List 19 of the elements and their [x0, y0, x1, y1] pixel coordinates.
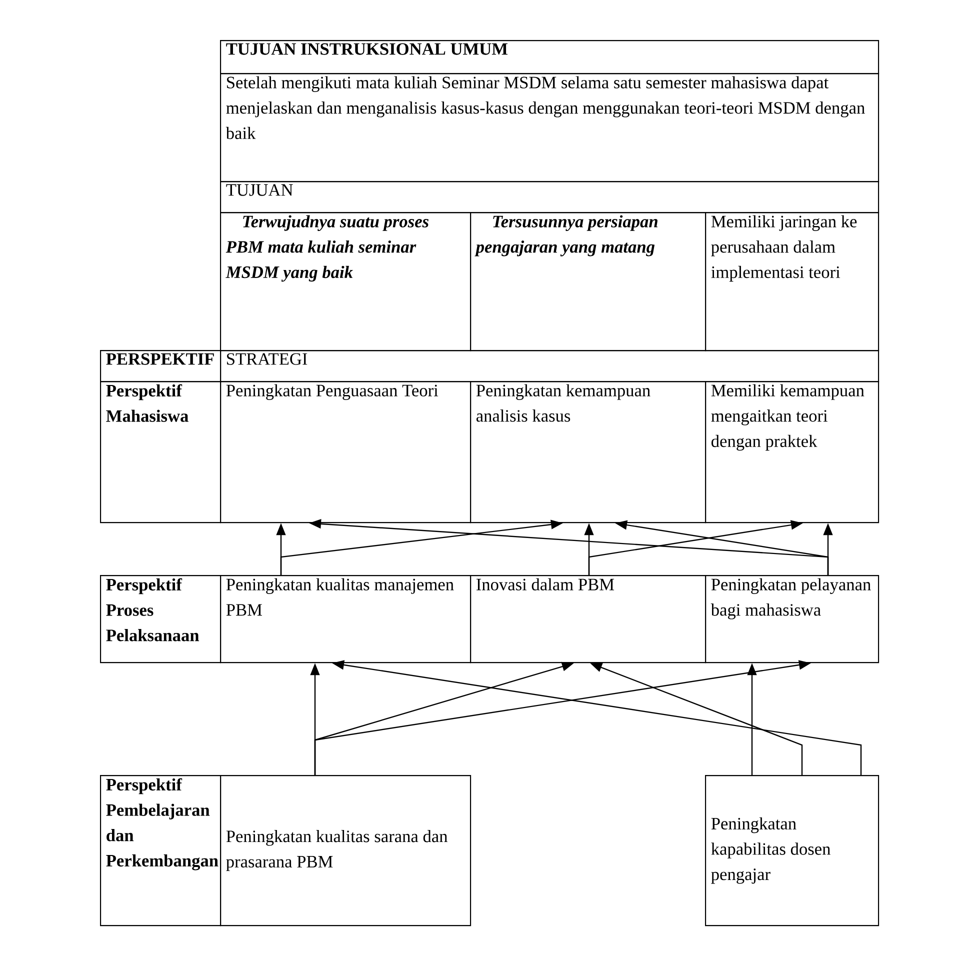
table-cell: Peningkatan pelayanan bagi mahasiswa — [705, 575, 880, 664]
table-cell: Memiliki kemampuan mengaitkan teori dengan praktek — [705, 381, 880, 524]
table-cell: Tersusunnya persiapan pengajaran yang matang — [470, 212, 706, 352]
table-cell: Terwujudnya suatu proses PBM mata kuliah seminar MSDM yang baik — [220, 212, 472, 352]
header-cell: Perspektif Pembelajaran dan Perkembangan — [100, 775, 222, 926]
table-cell: Peningkatan Penguasaan Teori — [220, 381, 472, 524]
header-cell: Perspektif Proses Pelaksanaan — [100, 575, 222, 664]
table-cell: Peningkatan kualitas manajemen PBM — [220, 575, 472, 664]
table-cell: Inovasi dalam PBM — [470, 575, 706, 664]
table-cell: TUJUAN — [220, 181, 880, 214]
table-cell: Memiliki jaringan ke perusahaan dalam implementasi teori — [705, 212, 880, 352]
header-cell: Perspektif Mahasiswa — [100, 381, 222, 524]
header-cell: TUJUAN INSTRUKSIONAL UMUM — [220, 40, 880, 74]
header-cell: PERSPEKTIF — [100, 350, 222, 382]
table-cell: Setelah mengikuti mata kuliah Seminar MSDM selama satu semester mahasiswa dapat menjelaskan dan menganalisis kasus-kasus dengan menggunakan teori-teori MSDM dengan baik — [220, 73, 880, 182]
table-cell: Peningkatan kemampuan analisis kasus — [470, 381, 706, 524]
table-cell: STRATEGI — [220, 350, 880, 382]
table-cell: Peningkatan kualitas sarana dan prasarana PBM — [220, 775, 472, 926]
table-cell: Peningkatan kapabilitas dosen pengajar — [705, 775, 880, 926]
